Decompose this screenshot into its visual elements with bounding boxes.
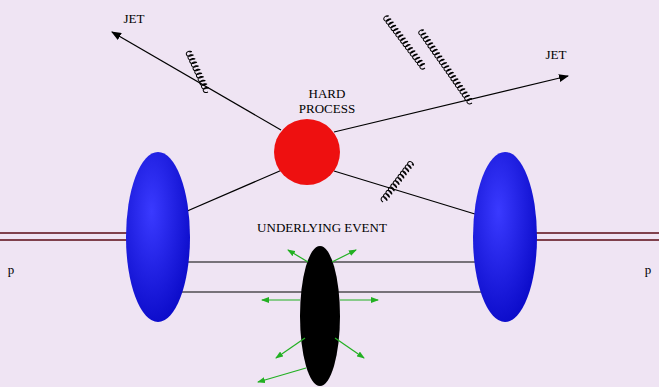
proton-label: p (645, 262, 652, 277)
process-label: HARD PROCESS (287, 86, 367, 116)
gluon (186, 15, 474, 204)
jet-label: JET (546, 47, 567, 62)
jet-label: JET (124, 11, 145, 26)
emission-arrow (258, 250, 378, 382)
underlying-event-blob (300, 246, 340, 386)
hard-process-circle (274, 119, 340, 185)
jet-arrow (112, 32, 568, 132)
parton-line (178, 170, 488, 218)
event-label: UNDERLYING EVENT (257, 220, 387, 235)
proton-blob (473, 152, 537, 322)
proton-blob (126, 152, 190, 322)
proton-label: p (8, 262, 15, 277)
